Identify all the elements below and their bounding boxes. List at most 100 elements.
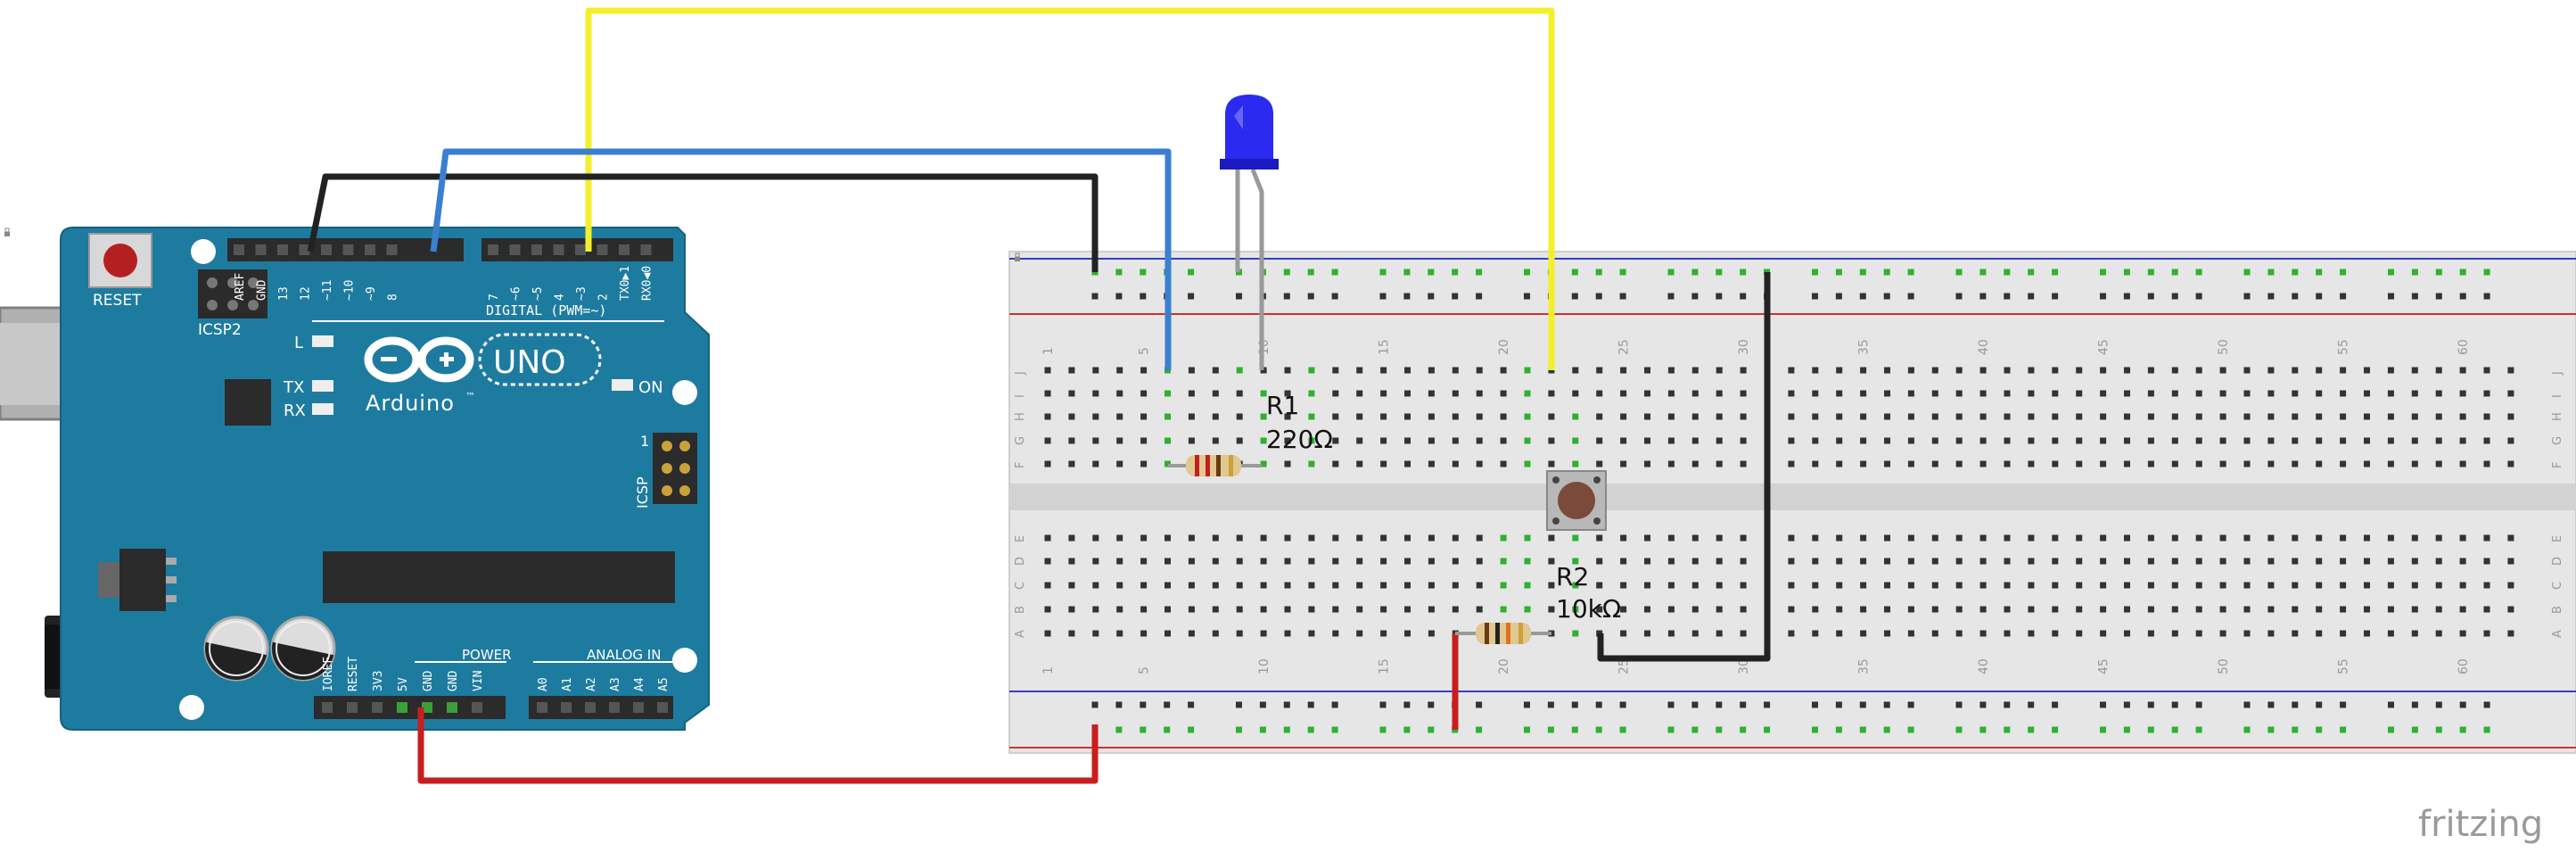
breadboard-hole: [2483, 630, 2490, 637]
breadboard-hole: [1596, 460, 1603, 467]
breadboard-hole: [2100, 413, 2107, 420]
breadboard-hole: [1188, 367, 1195, 374]
breadboard-hole: [1452, 367, 1459, 374]
breadboard-hole: [2004, 606, 2011, 613]
rail-hole: [1907, 293, 1914, 300]
breadboard-hole: [2267, 630, 2275, 637]
breadboard-hole: [1836, 558, 1843, 565]
rail-hole: [2028, 726, 2035, 733]
rail-hole: [1403, 269, 1411, 276]
breadboard-hole: [1356, 630, 1363, 637]
breadboard-hole: [2219, 558, 2226, 565]
breadboard-hole: [1548, 606, 1555, 613]
breadboard-hole: [1092, 390, 1099, 397]
breadboard-hole: [2340, 630, 2347, 637]
breadboard-hole: [1428, 437, 1435, 444]
breadboard-hole: [1644, 606, 1650, 613]
breadboard-hole: [2219, 606, 2226, 613]
breadboard-hole: [1332, 534, 1339, 542]
breadboard-hole: [1308, 460, 1315, 467]
rail-hole: [1955, 726, 1963, 733]
rail-hole: [1667, 701, 1675, 708]
header-pin-label: A0: [537, 677, 550, 691]
rail-hole: [2435, 701, 2442, 708]
breadboard-hole: [2316, 582, 2323, 589]
rail-hole: [2100, 269, 2106, 276]
rail-hole: [2243, 269, 2251, 276]
breadboard-hole: [2028, 460, 2035, 467]
breadboard-hole: [2124, 437, 2130, 444]
breadboard-hole: [2459, 534, 2466, 542]
breadboard-hole: [2028, 558, 2035, 565]
breadboard-hole: [2364, 390, 2370, 397]
breadboard-hole: [2100, 606, 2107, 613]
rail-hole: [1764, 726, 1771, 733]
breadboard-hole: [1524, 390, 1531, 397]
wire-red-5v[interactable]: [417, 707, 1099, 784]
breadboard-hole: [2435, 413, 2442, 420]
breadboard-hole: [1931, 390, 1938, 397]
breadboard-hole: [1716, 390, 1723, 397]
column-number: 30: [1737, 658, 1751, 674]
wire-black-gnd[interactable]: [307, 173, 1099, 272]
breadboard-hole: [1620, 460, 1627, 467]
rail-hole: [1428, 269, 1435, 276]
breadboard-hole: [1691, 437, 1699, 444]
capacitor-1: [203, 616, 269, 682]
column-number: 60: [2457, 339, 2471, 355]
breadboard-hole: [2507, 367, 2514, 374]
breadboard-hole: [1979, 367, 1987, 374]
breadboard-hole: [2364, 558, 2370, 565]
breadboard-hole: [2052, 367, 2059, 374]
header-pin-label: ~10: [343, 280, 357, 301]
breadboard-hole: [1644, 534, 1650, 542]
breadboard-hole: [1212, 582, 1219, 589]
icsp-label: ICSP: [634, 476, 651, 509]
header-pin-label: ~11: [321, 280, 334, 301]
breadboard-hole: [1284, 534, 1291, 542]
breadboard-hole: [1404, 582, 1411, 589]
breadboard-hole: [1165, 390, 1171, 397]
rail-hole: [2171, 269, 2178, 276]
breadboard-hole: [1284, 582, 1291, 589]
breadboard-hole: [1476, 367, 1483, 374]
breadboard-hole: [1836, 413, 1843, 420]
rail-hole: [1835, 701, 1842, 708]
breadboard-hole: [2435, 390, 2442, 397]
header-pin-label: 7: [488, 294, 501, 301]
row-letter: A: [2551, 630, 2564, 638]
breadboard-hole: [1907, 630, 1914, 637]
column-number: 40: [1977, 339, 1991, 355]
breadboard-hole: [1860, 534, 1867, 542]
breadboard-hole: [1165, 558, 1171, 565]
breadboard-hole: [2292, 558, 2299, 565]
pushbutton[interactable]: [1546, 470, 1607, 531]
breadboard-hole: [2195, 630, 2202, 637]
breadboard-hole: [1596, 367, 1603, 374]
header-pin: [597, 244, 608, 255]
breadboard-hole: [2364, 413, 2370, 420]
breadboard-hole: [1260, 582, 1267, 589]
header-pin: [509, 244, 521, 255]
wire-yellow[interactable]: [585, 7, 1555, 370]
breadboard-hole: [1955, 630, 1963, 637]
breadboard-hole: [1860, 413, 1867, 420]
rail-hole: [1188, 293, 1195, 300]
wire-black-bb[interactable]: [1597, 272, 1771, 662]
rail-hole: [1140, 726, 1147, 733]
breadboard-hole: [2028, 534, 2035, 542]
rail-hole: [1571, 269, 1578, 276]
header-pin-label: A2: [585, 677, 598, 691]
reset-button[interactable]: [88, 233, 152, 288]
column-number: 40: [1977, 658, 1991, 674]
wire-blue[interactable]: [430, 148, 1172, 370]
breadboard-hole: [2100, 460, 2107, 467]
breadboard-hole: [2219, 582, 2226, 589]
breadboard-hole: [1140, 437, 1148, 444]
breadboard-hole: [1068, 367, 1075, 374]
rail-hole: [1452, 293, 1459, 300]
usb-chip: [225, 379, 271, 426]
breadboard-hole: [2411, 367, 2418, 374]
breadboard-hole: [1068, 437, 1075, 444]
led-l-label: L: [294, 334, 303, 352]
